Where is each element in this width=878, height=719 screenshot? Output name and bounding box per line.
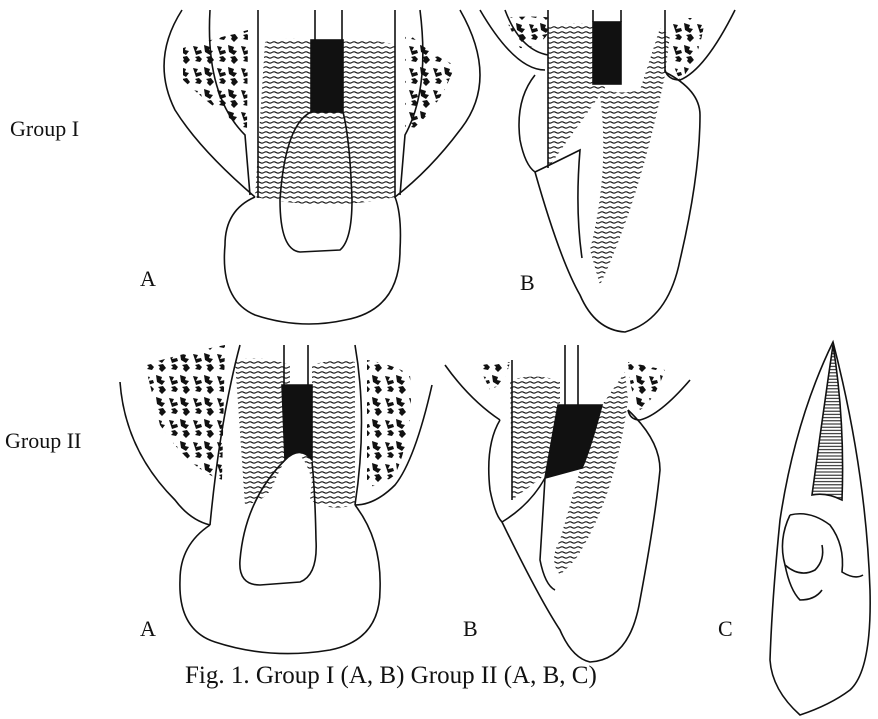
- pulp-hatching: [812, 345, 843, 500]
- panel-label-g1a: A: [140, 268, 156, 290]
- panel-group2-a: [120, 345, 432, 654]
- filling: [282, 385, 312, 460]
- figure-caption: Fig. 1. Group I (A, B) Group II (A, B, C…: [185, 662, 597, 690]
- group1-label: Group I: [10, 118, 79, 140]
- bone-right: [367, 360, 411, 486]
- bone-right: [628, 362, 665, 410]
- root-canal: [565, 345, 578, 405]
- filling: [311, 40, 343, 112]
- bone-left: [145, 345, 225, 480]
- crown-outline: [180, 505, 380, 654]
- filling: [593, 22, 621, 84]
- periodontal-ligament: [510, 372, 628, 575]
- fracture-line: [535, 150, 582, 258]
- panel-group1-b: [480, 10, 735, 332]
- bone-left: [478, 362, 510, 390]
- bone-right: [670, 18, 705, 80]
- group2-label: Group II: [5, 430, 81, 452]
- panel-label-g2b: B: [463, 618, 478, 640]
- fracture-fragment: [782, 514, 863, 577]
- panel-group1-a: [164, 10, 480, 324]
- panel-label-g2c: C: [718, 618, 733, 640]
- panel-label-g1b: B: [520, 272, 535, 294]
- inner-contour-right: [355, 345, 362, 505]
- root-canal: [315, 10, 342, 40]
- crown-outline: [224, 197, 400, 324]
- root-canal: [593, 10, 621, 22]
- panel-group2-c: [770, 342, 870, 715]
- panel-group2-b: [445, 345, 690, 662]
- fragment-edge: [785, 565, 822, 600]
- panel-label-g2a: A: [140, 618, 156, 640]
